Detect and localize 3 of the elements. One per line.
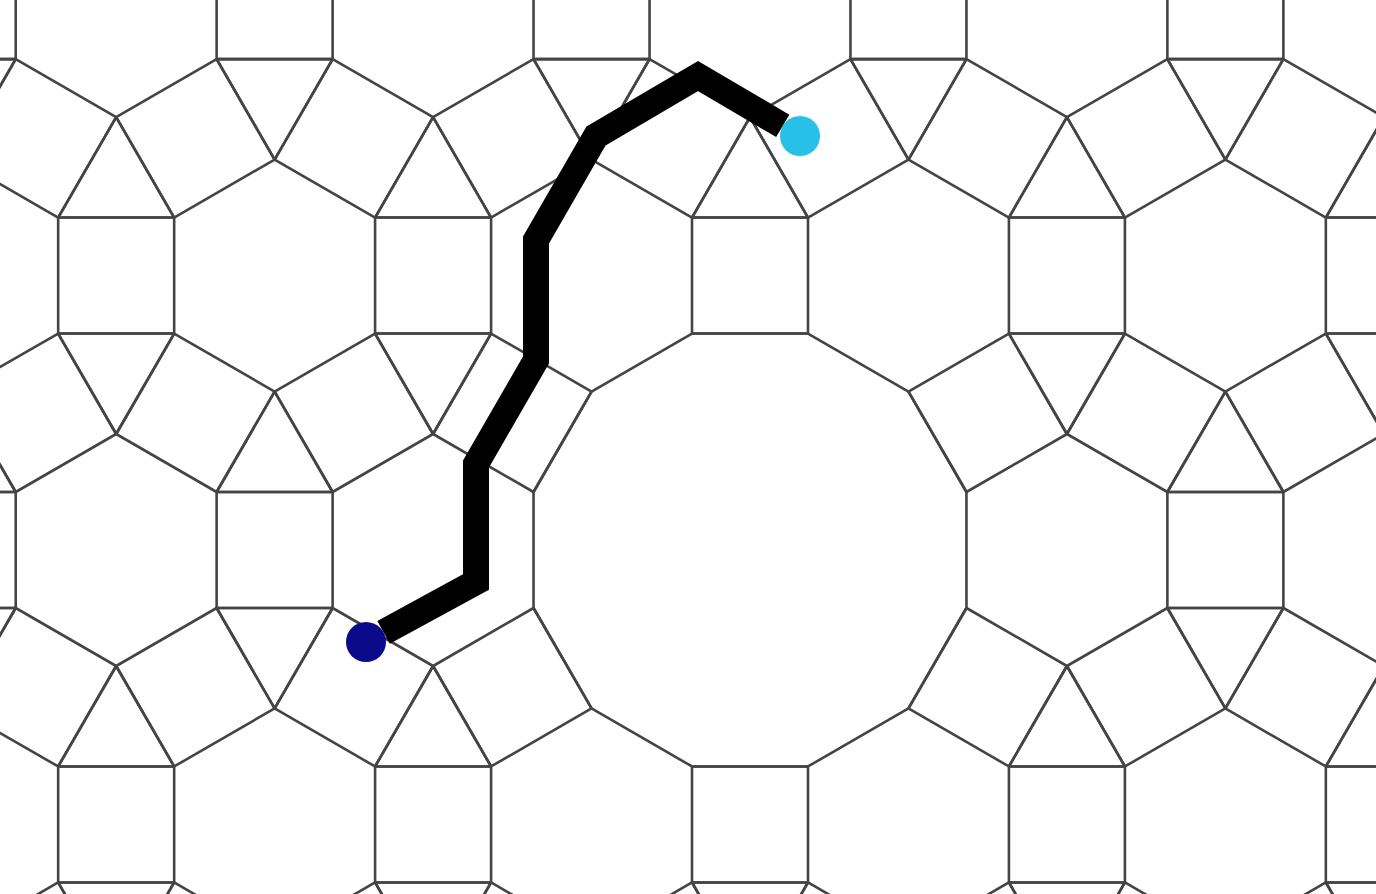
path-line	[377, 60, 790, 644]
dot	[346, 622, 386, 662]
dot	[780, 116, 820, 156]
